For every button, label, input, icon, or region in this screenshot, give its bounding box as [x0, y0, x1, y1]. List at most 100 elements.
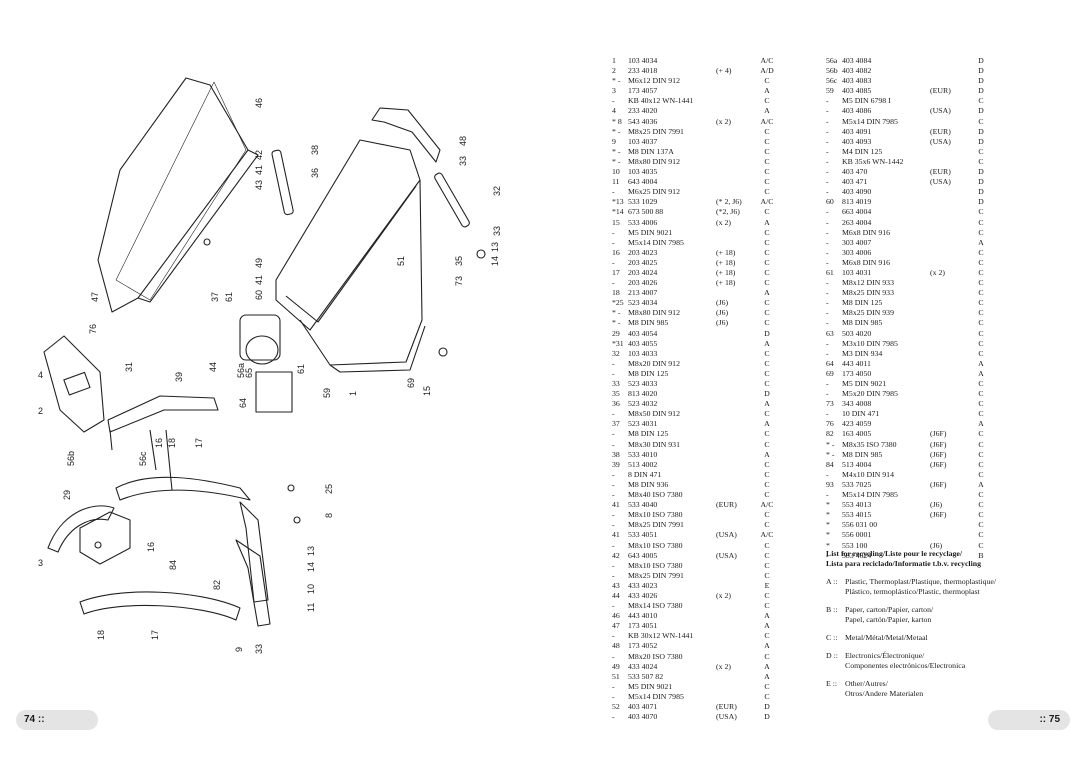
recycling-code: A — [764, 419, 770, 429]
recycling-code: C — [978, 308, 984, 318]
part-number: 513 4004 — [842, 459, 872, 469]
part-number: M8x20 DIN 912 — [628, 358, 680, 368]
part-note — [716, 157, 760, 167]
part-note — [930, 389, 974, 399]
callout-label: 36 — [310, 168, 320, 178]
parts-row: - M8x20 DIN 912 C — [612, 359, 774, 369]
recycling-code: C — [978, 267, 984, 277]
recycling-code: C — [764, 560, 770, 570]
recycling-code: C — [764, 358, 770, 368]
part-note — [930, 147, 974, 157]
part-position: - — [612, 631, 615, 641]
callout-label: 33 — [492, 226, 502, 236]
part-number: 403 4091 — [842, 126, 872, 136]
part-position: - — [612, 712, 615, 722]
callout-label: 35 — [454, 256, 464, 266]
part-number: M8x50 DIN 912 — [628, 409, 680, 419]
part-position: 4 — [612, 106, 616, 116]
recycling-code: C — [764, 510, 770, 520]
recycling-code: C — [764, 207, 770, 217]
callout-label: 13 — [306, 546, 316, 556]
part-position: 44 — [612, 590, 620, 600]
part-number: 303 4007 — [842, 237, 872, 247]
part-note — [930, 207, 974, 217]
page-number-left: 74 :: — [16, 710, 98, 730]
part-position: * — [826, 530, 830, 540]
part-number: M8x14 ISO 7380 — [628, 601, 683, 611]
callout-label: 18 — [96, 630, 106, 640]
recycling-code: C — [978, 288, 984, 298]
recycling-key: A :: — [826, 577, 838, 586]
part-position: - — [826, 136, 829, 146]
part-position: - — [612, 227, 615, 237]
callout-label: 1 — [348, 391, 358, 396]
part-note — [716, 96, 760, 106]
part-number: 403 4070 — [628, 712, 658, 722]
part-number: 403 471 — [842, 177, 868, 187]
recycling-desc: Paper, carton/Papier, carton/Papel, cart… — [845, 605, 933, 625]
part-position: 16 — [612, 247, 620, 257]
part-position: 32 — [612, 348, 620, 358]
part-note — [930, 187, 974, 197]
part-position: - — [612, 439, 615, 449]
part-note: (+ 4) — [716, 66, 732, 76]
recycling-code: C — [978, 520, 984, 530]
recycling-code: C — [978, 217, 984, 227]
part-number: 343 4008 — [842, 399, 872, 409]
part-number: M8x12 DIN 933 — [842, 278, 894, 288]
recycling-code: C — [978, 469, 984, 479]
part-position: 3 — [612, 86, 616, 96]
part-number: 813 4020 — [628, 389, 658, 399]
part-position: - — [826, 389, 829, 399]
recycling-desc-line2: Plástico, termoplástico/Plastic, thermop… — [845, 587, 980, 596]
part-position: 52 — [612, 702, 620, 711]
part-number: 173 4052 — [628, 641, 658, 651]
part-position: 47 — [612, 621, 620, 631]
recycling-code: C — [978, 146, 984, 156]
part-note: (J6F) — [930, 459, 947, 469]
recycling-code: C — [764, 601, 770, 611]
recycling-desc: Metal/Métal/Metal/Metaal — [845, 633, 928, 643]
part-number: 533 1029 — [628, 197, 658, 207]
recycling-desc-line1: Electronics/Électronique/ — [845, 651, 925, 660]
part-number: 553 4013 — [842, 500, 872, 510]
part-position: - — [612, 560, 615, 570]
part-number: 543 4036 — [628, 116, 658, 126]
part-number: 403 4093 — [842, 136, 872, 146]
recycling-code: C — [764, 570, 770, 580]
recycling-code: C — [978, 500, 984, 510]
callout-label: 9 — [234, 647, 244, 652]
part-number: 213 4007 — [628, 288, 658, 298]
callout-label: 64 — [238, 398, 248, 408]
part-note: (J6) — [716, 318, 729, 328]
recycling-code: A — [978, 419, 984, 429]
part-number: 433 4026 — [628, 590, 658, 600]
recycling-code: A — [978, 358, 984, 368]
part-number: 403 4086 — [842, 106, 872, 116]
recycling-code: C — [764, 247, 770, 257]
part-number: 403 4083 — [842, 76, 872, 86]
part-note — [716, 460, 760, 470]
part-position: - — [612, 358, 615, 368]
recycling-code: A — [764, 621, 770, 631]
part-number: M8 DIN 125 — [628, 368, 669, 378]
callout-label: 8 — [324, 513, 334, 518]
recycling-code: A — [764, 217, 770, 227]
callout-label: 16 — [154, 438, 164, 448]
recycling-code: C — [978, 439, 984, 449]
part-number: 203 4026 — [628, 278, 658, 288]
part-note — [716, 187, 760, 197]
